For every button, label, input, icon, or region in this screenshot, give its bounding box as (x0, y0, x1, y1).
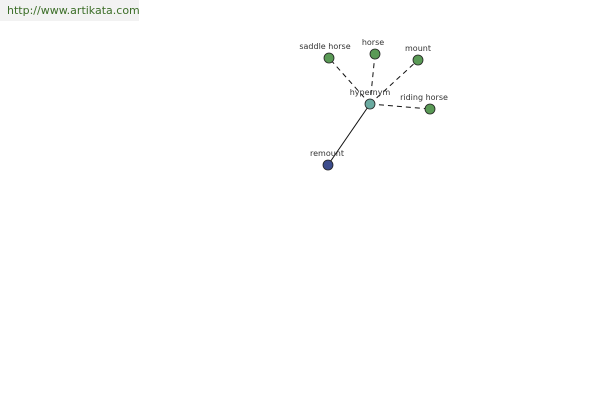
node-label-hypernym[interactable]: hypernym (350, 88, 391, 97)
node-label-saddle-horse[interactable]: saddle horse (299, 42, 350, 51)
node-horse[interactable] (369, 48, 381, 60)
edge-hypernym-saddle_horse (328, 57, 371, 105)
edge-hypernym-riding_horse (369, 103, 431, 110)
node-mount[interactable] (412, 54, 424, 66)
node-label-mount[interactable]: mount (405, 44, 431, 53)
node-label-horse[interactable]: horse (362, 38, 384, 47)
node-hypernym[interactable] (364, 98, 376, 110)
nodes-layer (322, 48, 436, 171)
edges-layer (327, 53, 431, 166)
node-label-riding-horse[interactable]: riding horse (400, 93, 448, 102)
node-riding-horse[interactable] (424, 103, 436, 115)
edge-hypernym-remount (327, 103, 371, 166)
edge-hypernym-mount (369, 59, 419, 105)
labels-layer: hypernym saddle horse horse mount riding hor… (299, 38, 448, 158)
site-url-link[interactable]: http://www.artikata.com (0, 0, 140, 21)
node-saddle-horse[interactable] (323, 52, 335, 64)
node-remount[interactable] (322, 159, 334, 171)
node-label-remount[interactable]: remount (310, 149, 344, 158)
